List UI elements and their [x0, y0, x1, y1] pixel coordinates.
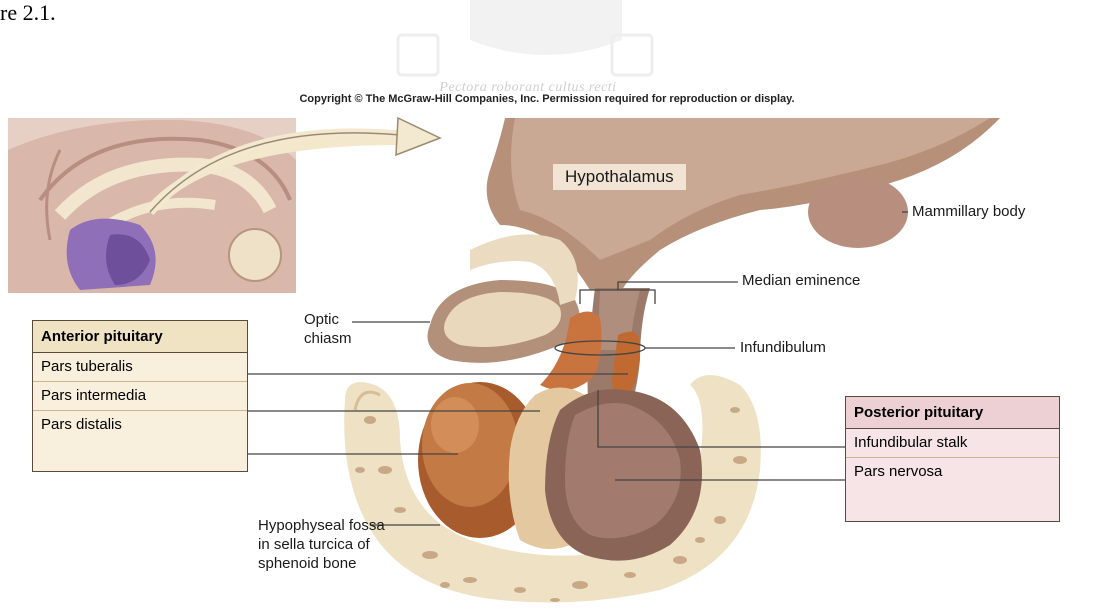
- figure-caption: re 2.1.: [0, 0, 56, 26]
- median-eminence-label: Median eminence: [742, 272, 860, 290]
- watermark-crest: [398, 0, 652, 75]
- posterior-pituitary-title: Posterior pituitary: [846, 397, 1059, 429]
- pars-nervosa-shape: [545, 389, 702, 560]
- optic-chiasm-label-line2: chiasm: [304, 330, 352, 348]
- copyright-notice: Copyright © The McGraw-Hill Companies, I…: [0, 93, 1094, 105]
- posterior-item-infundibular-stalk: Infundibular stalk: [846, 429, 1059, 458]
- hypothalamus-label: Hypothalamus: [553, 164, 686, 190]
- anterior-item-pars-distalis: Pars distalis: [33, 411, 247, 439]
- brain-inset: [8, 118, 400, 293]
- posterior-pituitary-box: Posterior pituitary Infundibular stalk P…: [845, 396, 1060, 522]
- posterior-item-pars-nervosa: Pars nervosa: [846, 458, 1059, 486]
- anterior-item-pars-tuberalis: Pars tuberalis: [33, 353, 247, 382]
- anterior-pituitary-title: Anterior pituitary: [33, 321, 247, 353]
- mammillary-body-shape: [808, 176, 908, 248]
- anterior-pituitary-box: Anterior pituitary Pars tuberalis Pars i…: [32, 320, 248, 472]
- optic-chiasm-label-line1: Optic: [304, 311, 339, 329]
- fossa-label-line3: sphenoid bone: [258, 555, 356, 573]
- mammillary-body-label: Mammillary body: [912, 203, 1025, 221]
- fossa-label-line1: Hypophyseal fossa: [258, 517, 385, 535]
- infundibulum-label: Infundibulum: [740, 339, 826, 357]
- anterior-item-pars-intermedia: Pars intermedia: [33, 382, 247, 411]
- fossa-label-line2: in sella turcica of: [258, 536, 370, 554]
- optic-chiasm-shape: [428, 234, 581, 362]
